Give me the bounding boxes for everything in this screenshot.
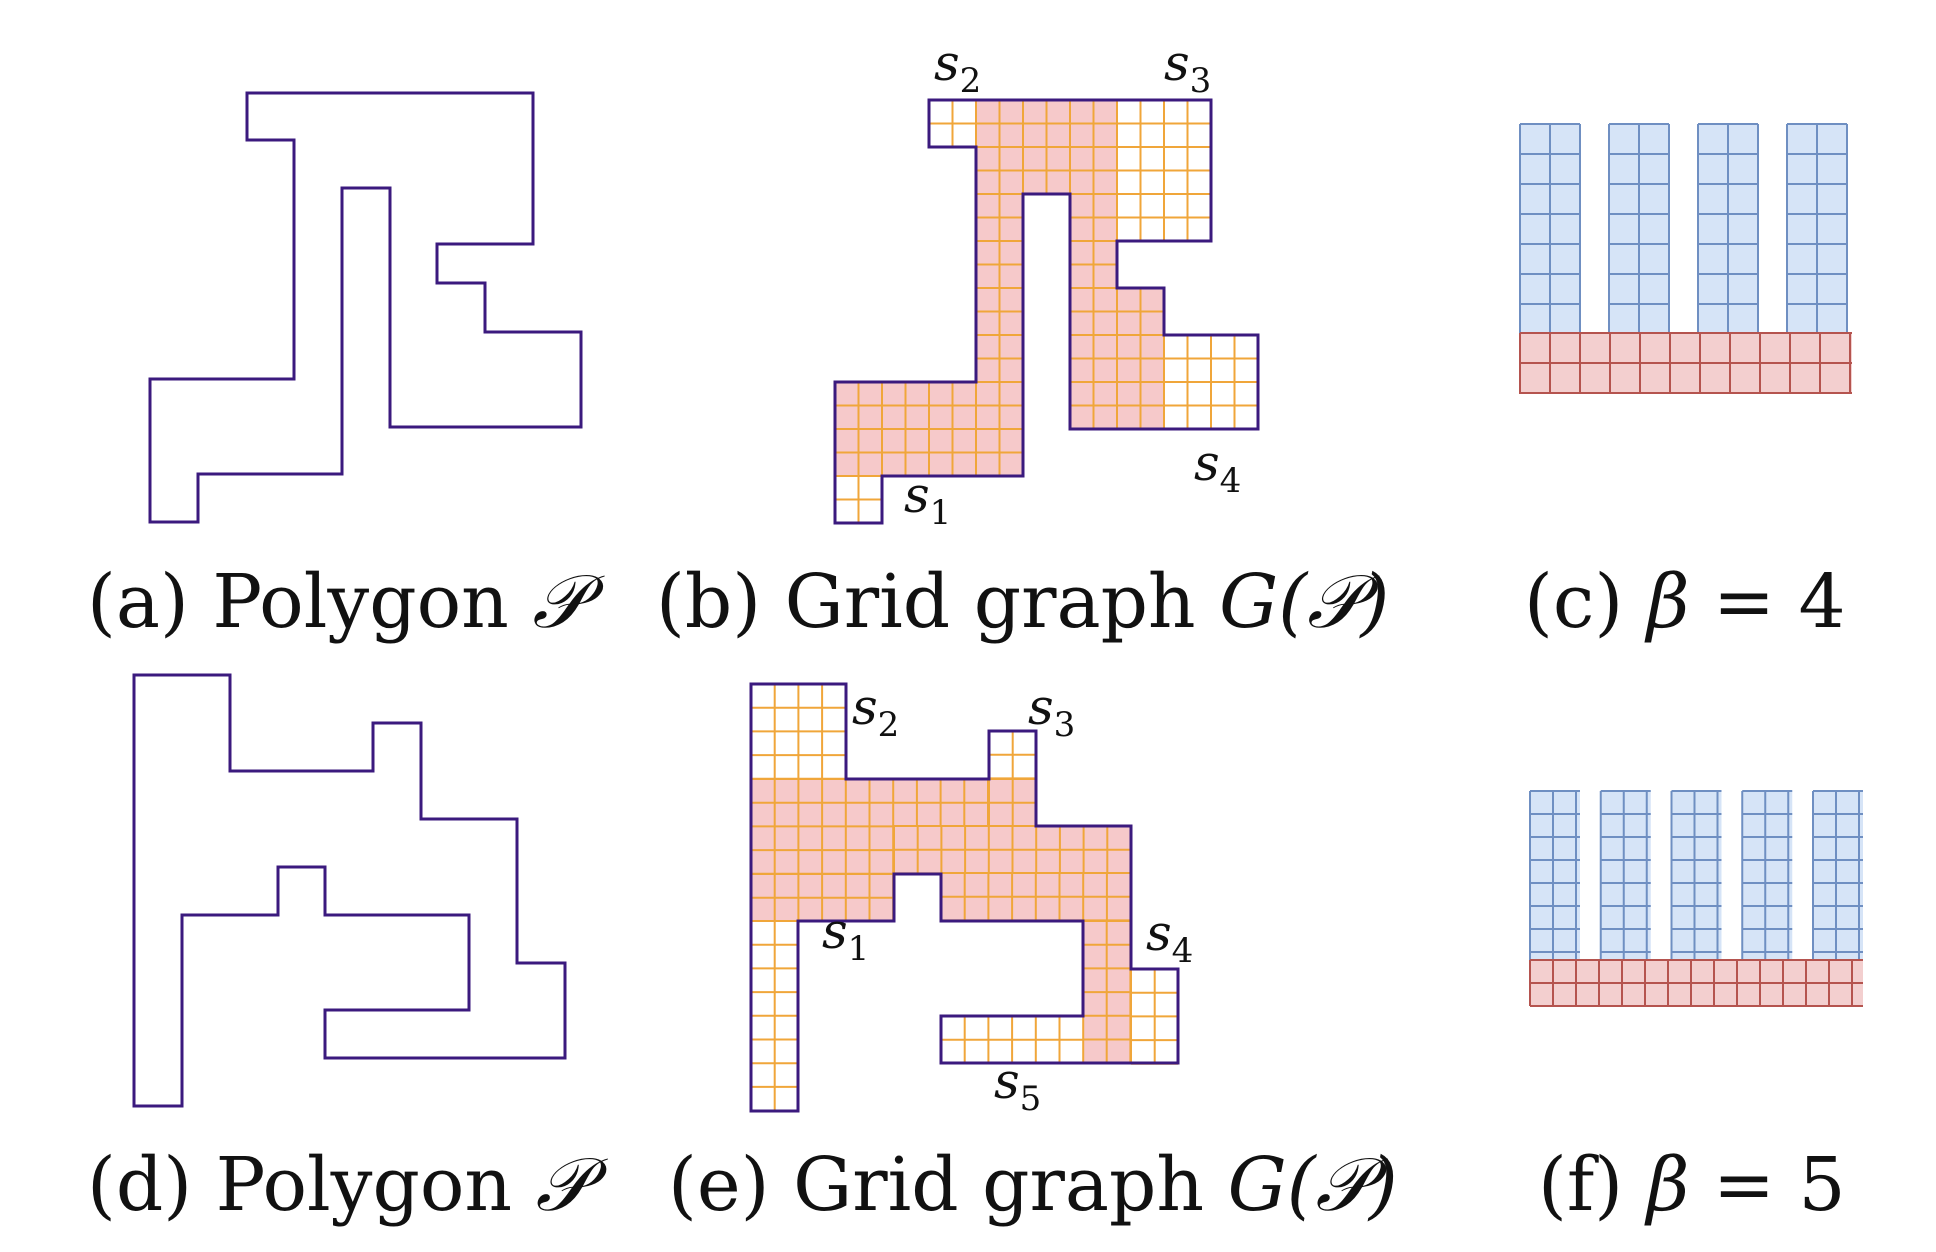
polygon-a-outline	[148, 91, 583, 524]
comb-tooth	[1670, 790, 1722, 960]
panel-c	[1519, 123, 1852, 394]
caption-f: (f) β = 5	[1538, 1142, 1846, 1228]
grid-b-region	[1069, 287, 1165, 336]
grid-b-region	[1163, 334, 1259, 430]
label-s4-b: s4	[1194, 434, 1241, 501]
panel-b: s2 s3 s4 s1	[833, 34, 1260, 533]
comb-tooth	[1529, 790, 1580, 960]
grid-graph-e	[750, 683, 1180, 1112]
comb-base	[1519, 332, 1852, 394]
polygon-d-outline	[132, 673, 567, 1108]
grid-e-region	[1082, 920, 1132, 1065]
panel-d	[132, 673, 567, 1108]
label-s3-e: s3	[1028, 678, 1075, 745]
grid-e-region	[1130, 968, 1180, 1065]
grid-b-region	[975, 146, 1024, 195]
grid-b-region	[1116, 146, 1212, 242]
grid-graph-b	[834, 99, 1259, 524]
grid-b-outline	[833, 98, 1260, 525]
grid-e-region	[893, 825, 1132, 875]
comb-tooth	[1697, 123, 1759, 335]
grid-e-region	[750, 683, 847, 780]
label-s4-e: s4	[1146, 904, 1193, 971]
label-s5-e: s5	[994, 1052, 1041, 1119]
panel-a	[148, 91, 583, 524]
label-s2-b: s2	[934, 34, 981, 101]
grid-e-region	[750, 920, 800, 1112]
grid-b-region	[928, 99, 977, 148]
comb-tooth	[1519, 123, 1581, 335]
grid-e-region	[940, 1015, 1085, 1065]
grid-e-region	[750, 873, 895, 923]
grid-b-region	[1069, 193, 1118, 289]
caption-b: (b) Grid graph G(𝒫)	[656, 559, 1389, 645]
comb-c	[1519, 123, 1852, 394]
label-s3-b: s3	[1164, 34, 1211, 101]
comb-tooth	[1599, 790, 1651, 960]
grid-e-region	[988, 730, 1038, 780]
label-s1-b: s1	[904, 466, 951, 533]
grid-b-region	[1069, 334, 1165, 430]
grid-b-region	[834, 475, 883, 524]
comb-tooth	[1741, 790, 1793, 960]
comb-tooth	[1812, 790, 1863, 960]
grid-e-region	[988, 778, 1038, 828]
comb-tooth	[1786, 123, 1848, 335]
grid-b-region	[1116, 99, 1212, 148]
label-s1-e: s1	[822, 902, 869, 969]
comb-tooth	[1608, 123, 1670, 335]
grid-e-outline	[749, 682, 1180, 1113]
label-s2-e: s2	[852, 678, 899, 745]
caption-e: (e) Grid graph G(𝒫)	[668, 1142, 1398, 1228]
grid-b-region	[834, 381, 1024, 477]
panel-e: s2 s3 s1 s4 s5	[749, 678, 1193, 1119]
grid-b-region	[975, 99, 1118, 148]
caption-d: (d) Polygon 𝒫	[87, 1142, 609, 1228]
comb-f	[1529, 790, 1863, 1007]
comb-base	[1529, 959, 1863, 1007]
grid-b-region	[1022, 146, 1118, 195]
grid-b-region	[975, 193, 1024, 383]
grid-e-region	[940, 872, 1132, 922]
caption-a: (a) Polygon 𝒫	[87, 559, 605, 645]
caption-c: (c) β = 4	[1524, 559, 1846, 645]
panel-f	[1529, 790, 1863, 1007]
